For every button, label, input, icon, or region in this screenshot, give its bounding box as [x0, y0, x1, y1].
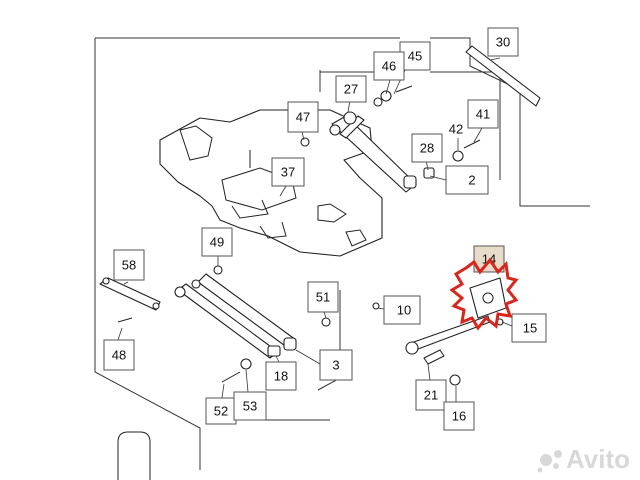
callout-48: 48 — [103, 339, 135, 371]
callout-16-label: 16 — [452, 409, 466, 424]
callout-45: 45 — [399, 41, 431, 71]
callout-41-label: 41 — [476, 107, 490, 122]
callout-52-label: 52 — [214, 404, 228, 419]
callout-3: 3 — [319, 349, 353, 381]
callout-21-label: 21 — [424, 388, 438, 403]
callout-28-label: 28 — [420, 141, 434, 156]
callout-51-label: 51 — [316, 290, 330, 305]
trailing-link — [372, 302, 491, 386]
strut-58 — [99, 277, 161, 323]
callout-2: 2 — [445, 165, 489, 195]
callout-47: 47 — [287, 101, 319, 133]
callout-37: 37 — [271, 157, 305, 187]
rod-30 — [465, 45, 541, 107]
callout-15: 15 — [511, 313, 547, 343]
upper-arm-assembly — [300, 85, 481, 193]
callout-27-label: 27 — [344, 82, 358, 97]
callout-49: 49 — [201, 227, 233, 257]
callout-53-label: 53 — [243, 399, 257, 414]
callout-2-label: 2 — [468, 173, 475, 188]
highlight-burst — [449, 257, 519, 331]
diagram-frame — [94, 37, 590, 470]
callout-42-label: 42 — [449, 122, 463, 137]
callout-46-label: 46 — [382, 59, 396, 74]
callout-18-label: 18 — [274, 369, 288, 384]
watermark-text: Avito — [566, 444, 630, 474]
callout-21: 21 — [415, 379, 447, 411]
callout-27: 27 — [335, 75, 367, 103]
callout-30: 30 — [487, 27, 519, 57]
avito-watermark: Avito — [537, 444, 630, 474]
crossmember — [159, 109, 383, 257]
callout-37-label: 37 — [281, 165, 295, 180]
callout-48-label: 48 — [112, 348, 126, 363]
callout-58-label: 58 — [122, 258, 136, 273]
callout-10: 10 — [383, 295, 421, 325]
callout-28: 28 — [411, 133, 443, 163]
callout-53: 53 — [233, 391, 267, 421]
callout-41: 41 — [467, 99, 499, 129]
callout-42: 42 — [449, 122, 463, 137]
callout-52: 52 — [205, 397, 237, 425]
callout-15-label: 15 — [523, 321, 537, 336]
callout-47-label: 47 — [296, 110, 310, 125]
callout-30-label: 30 — [496, 35, 510, 50]
callout-3-label: 3 — [332, 358, 339, 373]
callout-46: 46 — [373, 51, 405, 81]
callout-58: 58 — [113, 249, 145, 281]
callout-45-label: 45 — [408, 49, 422, 64]
callout-16: 16 — [443, 401, 475, 431]
hose — [117, 431, 151, 480]
callout-10-label: 10 — [397, 303, 411, 318]
callout-51: 51 — [307, 281, 339, 313]
callout-49-label: 49 — [210, 235, 224, 250]
lower-arm-assembly — [174, 265, 331, 383]
callout-18: 18 — [265, 361, 297, 391]
